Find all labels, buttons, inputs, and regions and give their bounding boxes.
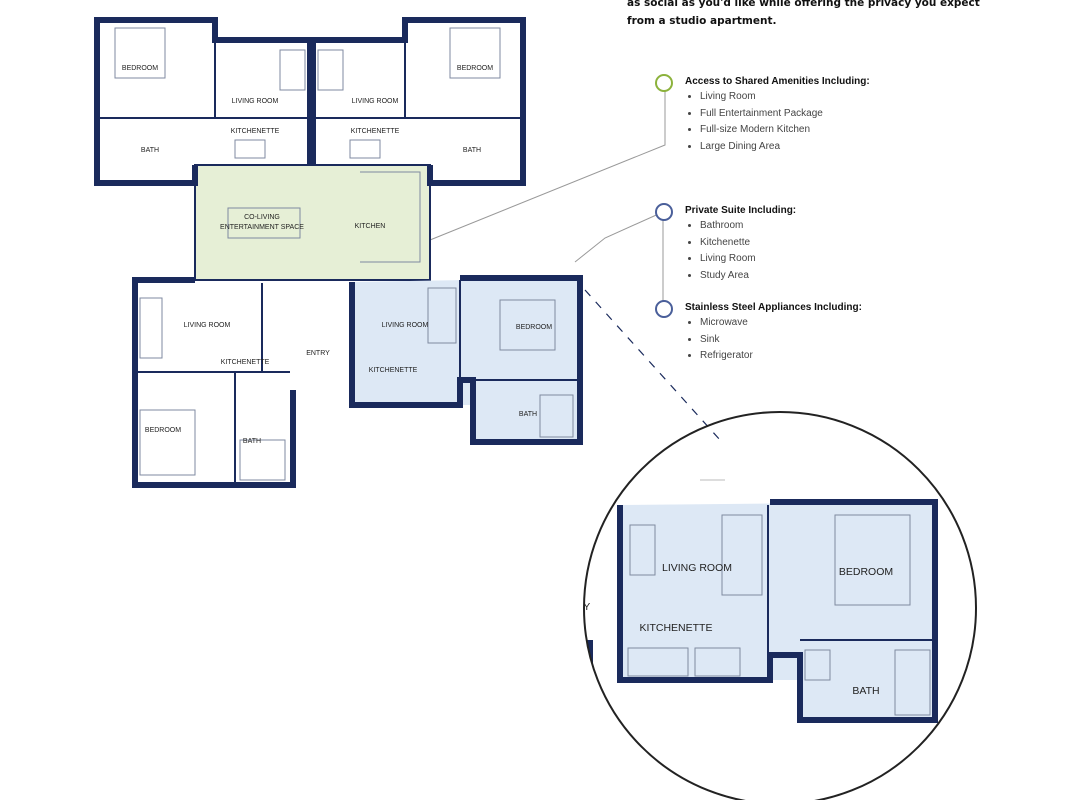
intro-text: as social as you'd like while offering t… bbox=[627, 0, 980, 30]
connector-line bbox=[429, 90, 666, 241]
svg-text:BATH: BATH bbox=[519, 411, 537, 418]
svg-text:KITCHENETTE: KITCHENETTE bbox=[351, 128, 400, 135]
svg-text:BATH: BATH bbox=[141, 147, 159, 154]
svg-text:BEDROOM: BEDROOM bbox=[145, 427, 181, 434]
svg-text:ENTRY: ENTRY bbox=[306, 350, 330, 357]
svg-text:LIVING ROOM: LIVING ROOM bbox=[662, 562, 732, 574]
intro-line: as social as you'd like while offering t… bbox=[627, 0, 980, 9]
feature-item: Microwave bbox=[700, 315, 862, 332]
intro-line: from a studio apartment. bbox=[627, 15, 777, 27]
svg-text:BEDROOM: BEDROOM bbox=[122, 65, 158, 72]
shared-area bbox=[195, 165, 430, 280]
svg-text:RY: RY bbox=[576, 601, 590, 613]
svg-text:LIVING ROOM: LIVING ROOM bbox=[232, 98, 279, 105]
svg-text:BATH: BATH bbox=[852, 685, 879, 697]
kitchen-counter bbox=[360, 171, 421, 263]
svg-text:BATH: BATH bbox=[463, 147, 481, 154]
dining-table bbox=[227, 207, 301, 239]
svg-text:LIVING ROOM: LIVING ROOM bbox=[184, 322, 231, 329]
feature-private-suite: Private Suite Including: Bathroom Kitche… bbox=[685, 205, 796, 284]
unit-top-left: BEDROOM LIVING ROOM KITCHENETTE BATH bbox=[94, 17, 313, 186]
connector-line bbox=[574, 211, 664, 263]
svg-text:BATH: BATH bbox=[243, 438, 261, 445]
svg-text:BEDROOM: BEDROOM bbox=[839, 566, 893, 578]
svg-text:BEDROOM: BEDROOM bbox=[457, 65, 493, 72]
svg-text:KITCHENETTE: KITCHENETTE bbox=[369, 367, 418, 374]
unit-top-right: BEDROOM LIVING ROOM KITCHENETTE BATH bbox=[310, 17, 526, 186]
svg-text:KITCHENETTE: KITCHENETTE bbox=[221, 359, 270, 366]
feature-item: Full-size Modern Kitchen bbox=[700, 122, 870, 139]
feature-item: Large Dining Area bbox=[700, 139, 870, 156]
feature-item: Living Room bbox=[700, 251, 796, 268]
shared-amenities-icon bbox=[655, 74, 673, 92]
refrigerator-icon bbox=[655, 300, 673, 318]
feature-shared-amenities: Access to Shared Amenities Including: Li… bbox=[685, 76, 870, 155]
room-label: ENTERTAINMENT SPACE bbox=[220, 224, 304, 231]
unit-bottom-left: LIVING ROOM KITCHENETTE BEDROOM BATH ENT… bbox=[132, 277, 330, 488]
unit-private-suite: LIVING ROOM KITCHENETTE BEDROOM BATH bbox=[349, 275, 583, 445]
feature-title: Private Suite Including: bbox=[685, 205, 797, 216]
feature-title: Stainless Steel Appliances Including: bbox=[685, 302, 862, 313]
magnified-suite: LIVING ROOM KITCHENETTE BEDROOM BATH RY bbox=[576, 479, 938, 723]
feature-title: Access to Shared Amenities Including: bbox=[685, 76, 870, 87]
feature-appliances: Stainless Steel Appliances Including: Mi… bbox=[685, 302, 862, 365]
feature-item: Sink bbox=[700, 332, 862, 349]
svg-text:KITCHENETTE: KITCHENETTE bbox=[231, 128, 280, 135]
svg-text:LIVING ROOM: LIVING ROOM bbox=[352, 98, 399, 105]
room-label: KITCHEN bbox=[355, 223, 386, 230]
feature-item: Full Entertainment Package bbox=[700, 106, 870, 123]
feature-item: Living Room bbox=[700, 89, 870, 106]
feature-item: Study Area bbox=[700, 268, 796, 285]
svg-text:BEDROOM: BEDROOM bbox=[516, 324, 552, 331]
feature-item: Kitchenette bbox=[700, 235, 796, 252]
svg-text:KITCHENETTE: KITCHENETTE bbox=[640, 622, 713, 634]
zoom-guide-line bbox=[584, 289, 721, 441]
feature-item: Refrigerator bbox=[700, 348, 862, 365]
lock-icon bbox=[655, 203, 673, 221]
magnifier-circle bbox=[583, 411, 977, 800]
feature-item: Bathroom bbox=[700, 218, 796, 235]
svg-text:LIVING ROOM: LIVING ROOM bbox=[382, 322, 429, 329]
room-label: CO-LIVING bbox=[244, 214, 280, 221]
